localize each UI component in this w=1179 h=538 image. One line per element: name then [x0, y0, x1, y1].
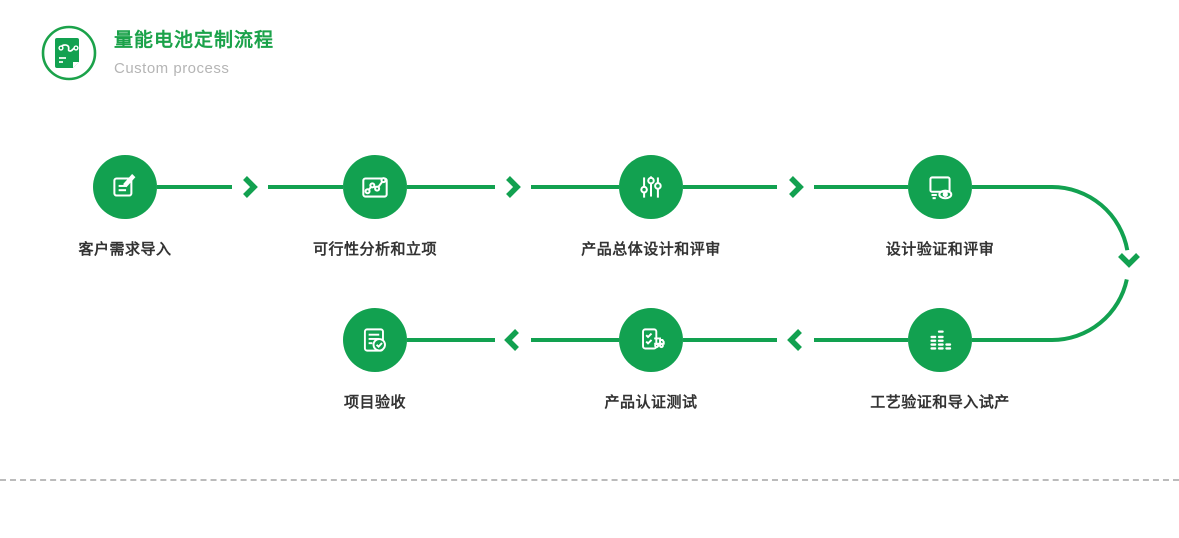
step-node-certification-test: [619, 308, 683, 372]
dashed-divider: [0, 479, 1179, 481]
step-label-design-verification: 设计验证和评审: [885, 241, 995, 258]
arrow-right-icon: [506, 176, 521, 198]
checklist-truck-icon: [642, 328, 665, 350]
step-label-customer-demand: 客户需求导入: [78, 241, 172, 258]
arrow-left-icon: [787, 329, 802, 351]
step-node-overall-design: [619, 155, 683, 219]
process-document-icon: [41, 25, 97, 81]
equalizer-bars-icon: [930, 330, 952, 350]
step-node-design-verification: [908, 155, 972, 219]
arrow-down-icon: [1118, 253, 1140, 268]
monitor-review-icon: [929, 176, 953, 200]
step-label-certification-test: 产品认证测试: [604, 394, 698, 411]
page-title: 量能电池定制流程: [114, 30, 275, 51]
arrow-left-icon: [504, 329, 519, 351]
step-node-process-verification: [908, 308, 972, 372]
step-node-feasibility: [343, 155, 407, 219]
document-check-icon: [363, 328, 386, 352]
sliders-icon: [640, 176, 662, 198]
step-label-overall-design: 产品总体设计和评审: [581, 241, 721, 258]
page-header: 量能电池定制流程 Custom process: [40, 24, 274, 82]
arrow-right-icon: [789, 176, 804, 198]
step-node-customer-demand: [93, 155, 157, 219]
page-subtitle: Custom process: [114, 59, 230, 77]
step-label-project-acceptance: 项目验收: [343, 394, 406, 411]
step-label-process-verification: 工艺验证和导入试产: [870, 394, 1010, 411]
edit-document-icon: [113, 174, 136, 197]
arrow-right-icon: [243, 176, 258, 198]
line-chart-icon: [362, 177, 388, 198]
step-node-project-acceptance: [343, 308, 407, 372]
step-label-feasibility: 可行性分析和立项: [312, 241, 437, 258]
